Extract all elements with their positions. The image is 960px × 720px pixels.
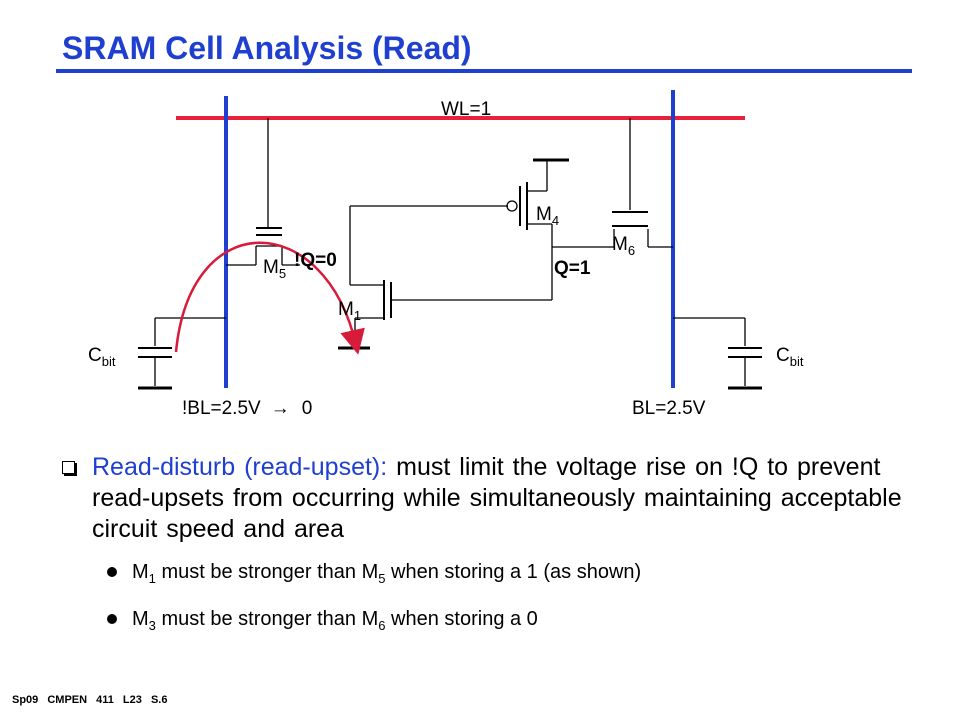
left-cap-label: Cbit bbox=[88, 345, 116, 369]
title-underline bbox=[56, 69, 912, 73]
main-bullet-text: must limit the voltage rise on !Q to pre… bbox=[92, 453, 902, 543]
sram-circuit-diagram: WL=1 bbox=[88, 90, 804, 419]
read-disturb-term: Read-disturb (read-upset): bbox=[92, 453, 388, 481]
left-bitline-cap bbox=[138, 317, 226, 390]
m1-label: M1 bbox=[338, 299, 361, 323]
q-node-label: Q=1 bbox=[554, 258, 591, 279]
slide-footer: Sp09 CMPEN 411 L23 S.6 bbox=[12, 694, 168, 706]
bullet-list: Read-disturb (read-upset): must limit th… bbox=[60, 452, 910, 639]
m6-label: M6 bbox=[612, 234, 635, 258]
round-bullet-icon bbox=[107, 567, 117, 577]
square-bullet-icon bbox=[62, 461, 75, 474]
sub-bullet-m1: M1 must be stronger than M5 when storing… bbox=[60, 559, 910, 592]
m5-transistor bbox=[226, 118, 300, 266]
main-bullet: Read-disturb (read-upset): must limit th… bbox=[60, 452, 910, 545]
qbar-node-label: !Q=0 bbox=[294, 250, 337, 271]
m5-label: M5 bbox=[263, 257, 286, 281]
m4-gate-bubble bbox=[506, 200, 518, 212]
m4-transistor bbox=[519, 158, 569, 300]
sub-bullet-m3: M3 must be stronger than M6 when storing… bbox=[60, 606, 910, 639]
right-cap-label: Cbit bbox=[776, 345, 804, 369]
m4-label: M4 bbox=[536, 204, 559, 228]
round-bullet-icon bbox=[107, 614, 117, 624]
right-bitline-cap bbox=[673, 317, 762, 390]
bitline-label: BL=2.5V bbox=[632, 398, 706, 419]
read-current-arrow bbox=[174, 241, 365, 355]
wordline-label: WL=1 bbox=[441, 99, 491, 120]
m6-transistor bbox=[608, 118, 673, 248]
slide-title: SRAM Cell Analysis (Read) bbox=[62, 30, 472, 66]
bitline-bar-label: !BL=2.5V→0 bbox=[182, 398, 312, 419]
q-node-wire bbox=[392, 246, 608, 301]
m4-gate-wire bbox=[349, 205, 508, 285]
